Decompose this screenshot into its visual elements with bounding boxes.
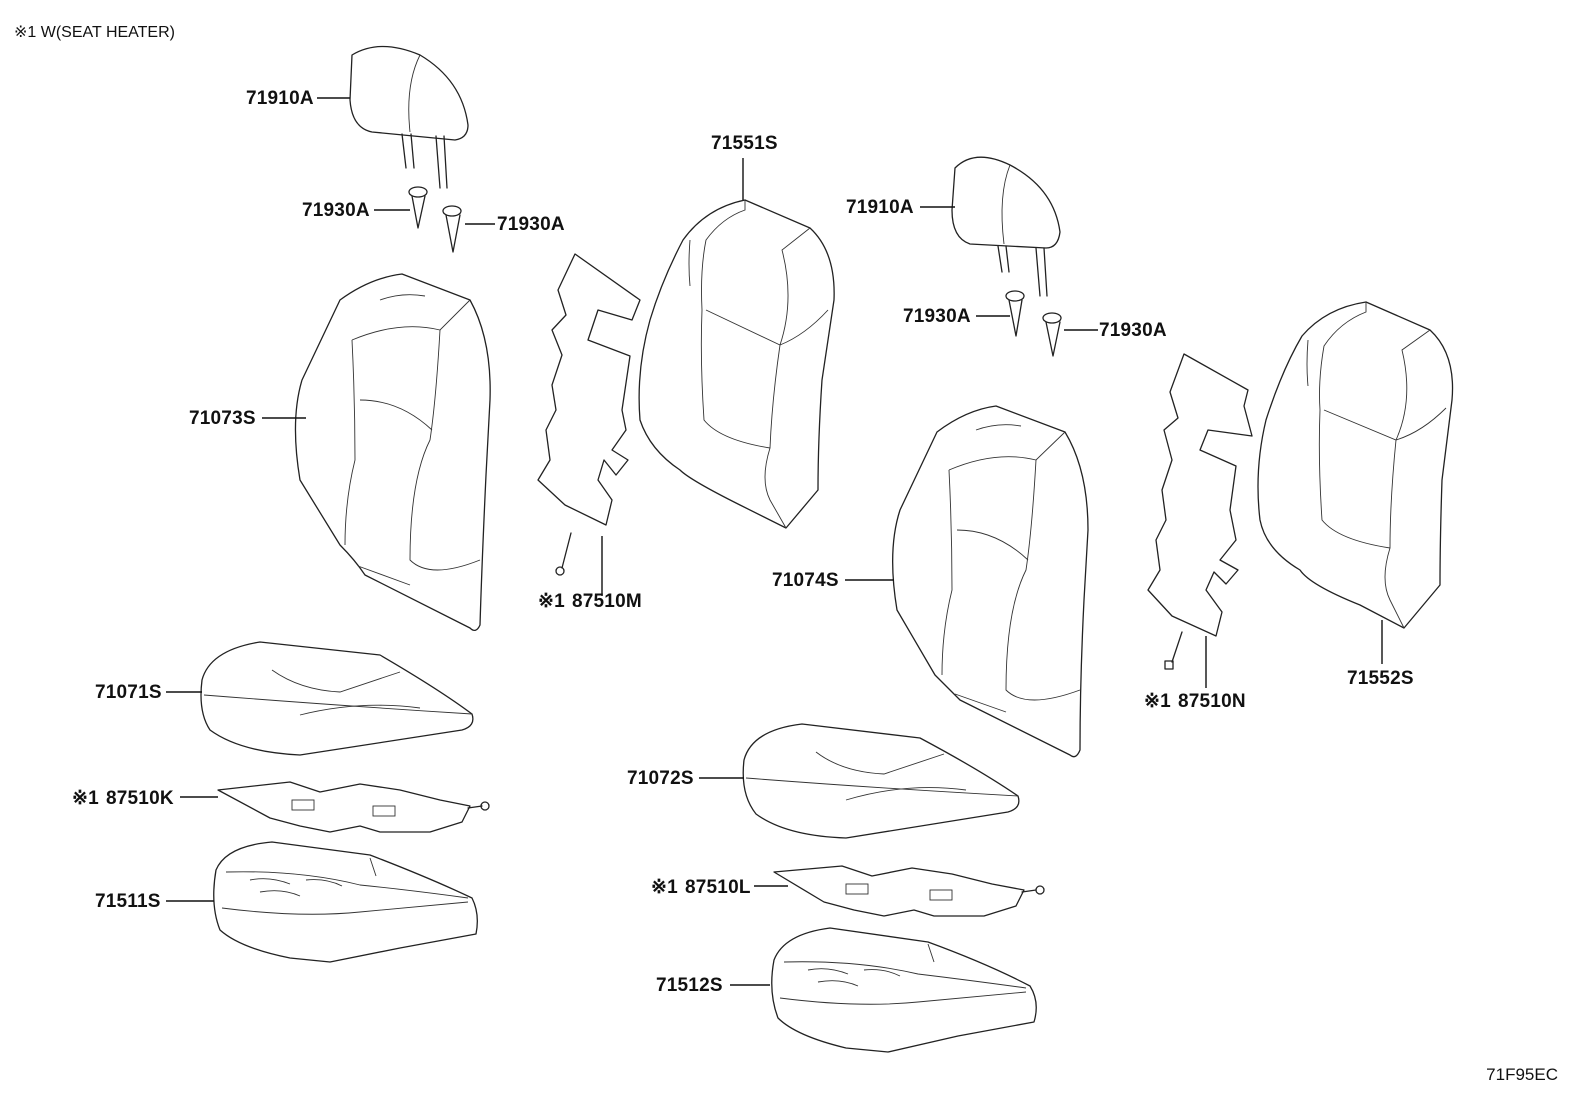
seatback-heater-left	[537, 253, 641, 576]
label-87510L: 87510L	[685, 877, 751, 898]
mark-87510L: ※1	[651, 877, 678, 898]
headrest-right	[951, 156, 1061, 297]
label-71930A-right-a: 71930A	[903, 306, 971, 327]
mark-87510K: ※1	[72, 788, 99, 809]
label-71930A-left-b: 71930A	[497, 214, 565, 235]
figure-code: 71F95EC	[1486, 1065, 1558, 1084]
label-71512S: 71512S	[656, 975, 723, 996]
headrest-left	[349, 45, 469, 189]
label-71930A-right-b: 71930A	[1099, 320, 1167, 341]
cushion-cover-right	[771, 927, 1037, 1053]
label-71072S: 71072S	[627, 768, 694, 789]
label-87510N: 87510N	[1178, 691, 1246, 712]
cushion-cover-left	[213, 841, 478, 963]
label-71910A-left: 71910A	[246, 88, 314, 109]
seatback-heater-right	[1147, 353, 1253, 670]
cushion-heater-left	[217, 781, 490, 833]
label-71551S: 71551S	[711, 133, 778, 154]
label-87510K: 87510K	[106, 788, 174, 809]
seatback-cover-right	[1257, 301, 1454, 629]
cushion-pad-right	[742, 723, 1020, 839]
label-71071S: 71071S	[95, 682, 162, 703]
label-71910A-right: 71910A	[846, 197, 914, 218]
cushion-heater-right	[773, 865, 1045, 917]
cushion-pad-left	[200, 641, 474, 756]
seatback-pad-left	[294, 273, 491, 632]
headrest-support-right	[1005, 290, 1062, 357]
label-71552S: 71552S	[1347, 668, 1414, 689]
label-71073S: 71073S	[189, 408, 256, 429]
mark-87510N: ※1	[1144, 691, 1171, 712]
label-71511S: 71511S	[95, 891, 161, 912]
seatback-pad-right	[892, 405, 1089, 758]
label-71930A-left-a: 71930A	[302, 200, 370, 221]
mark-87510M: ※1	[538, 591, 565, 612]
seat-heater-note: ※1 W(SEAT HEATER)	[14, 24, 175, 41]
seatback-cover-center	[638, 199, 835, 529]
headrest-support-left	[408, 186, 462, 253]
label-71074S: 71074S	[772, 570, 839, 591]
label-87510M: 87510M	[572, 591, 642, 612]
